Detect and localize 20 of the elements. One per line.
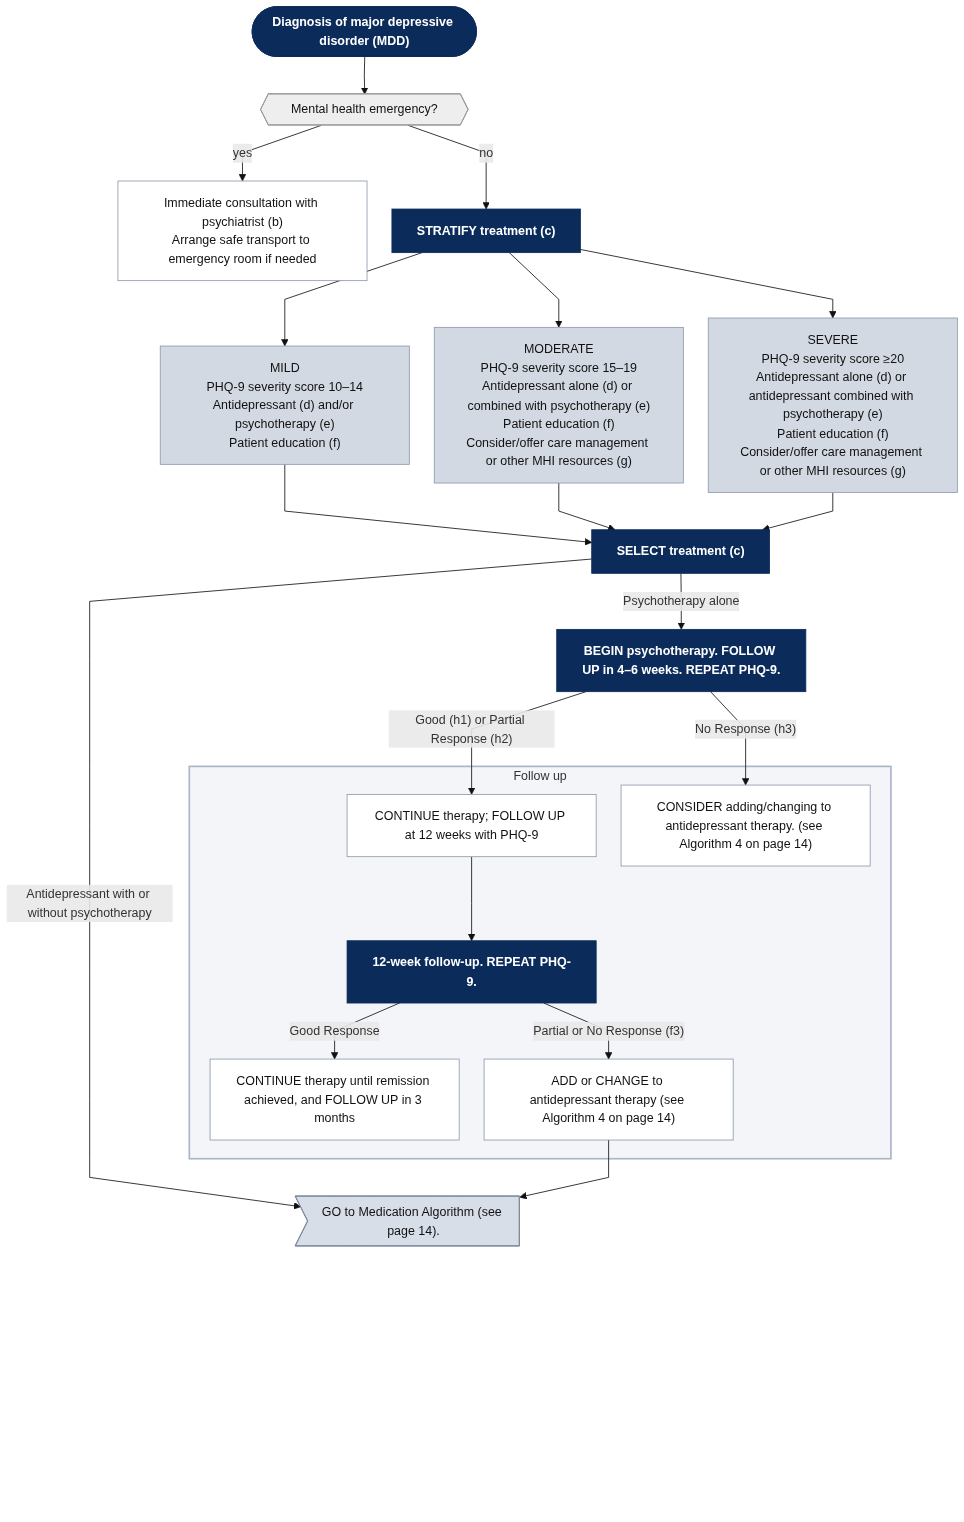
node-box: CONSIDER adding/changing to antidepressant therapy. (see Algorithm 4 on page 14) (620, 784, 871, 867)
node-box: Immediate consultation with psychiatrist (b) Arrange safe transport to emergency room if needed (117, 180, 368, 282)
edge-label: Partial or No Response (f3) (533, 1023, 685, 1038)
edge-label: Good Response (289, 1023, 380, 1038)
edge-label: Good (h1) or Partial Response (h2) (415, 712, 525, 745)
edge-label: Antidepressant with or without psychotherapy (26, 886, 152, 920)
edge-label: yes (232, 145, 253, 160)
node-box: BEGIN psychotherapy. FOLLOW UP in 4–6 weeks. REPEAT PHQ-9. (556, 628, 807, 693)
node-box: CONTINUE therapy; FOLLOW UP at 12 weeks with PHQ-9 (346, 794, 597, 858)
node-box: ADD or CHANGE to antidepressant therapy (see Algorithm 4 on page 14) (483, 1058, 734, 1141)
node-box: SELECT treatment (c) (591, 529, 770, 574)
node-box: MILD PHQ-9 severity score 10–14 Antidepressant (d) and/or psychotherapy (e) Patient education (f) (159, 345, 410, 465)
node-box: 12-week follow-up. REPEAT PHQ-9. (346, 940, 597, 1004)
edge-label: Psychotherapy alone (623, 593, 740, 608)
node-box: STRATIFY treatment (c) (391, 208, 581, 254)
edge-label: No Response (h3) (695, 721, 797, 736)
node-box: CONTINUE therapy until remission achieved, and FOLLOW UP in 3 months (209, 1058, 460, 1141)
node-box: SEVERE PHQ-9 severity score ≥20 Antidepressant alone (d) or antidepressant combined with psychotherapy (e) Patient education (f) Consider/offer care management or other MHI resources (g) (707, 317, 958, 493)
edge-label: no (479, 145, 494, 160)
node-box: MODERATE PHQ-9 severity score 15–19 Antidepressant alone (d) or combined with psychotherapy (e) Patient education (f) Consider/offer care management or other MHI resources (g) (433, 326, 684, 484)
